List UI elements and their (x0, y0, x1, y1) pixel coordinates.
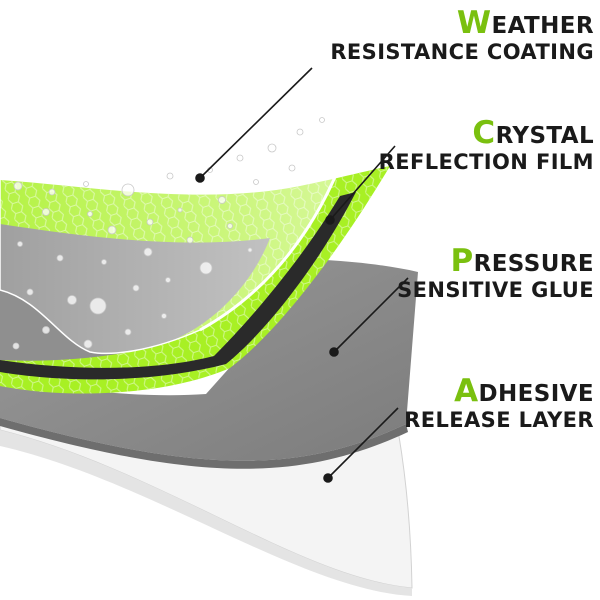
leader-dot-crystal (325, 215, 335, 225)
leader-dot-adhesive (323, 473, 333, 483)
label-adhesive-initial: A (454, 373, 479, 409)
label-adhesive-line2: RELEASE LAYER (404, 407, 594, 432)
label-weather-line2: RESISTANCE COATING (330, 39, 594, 64)
leader-line-weather (199, 67, 313, 179)
label-pressure-sensitive-glue: PRESSURE SENSITIVE GLUE (397, 244, 594, 302)
label-pressure-rest: RESSURE (473, 251, 594, 277)
label-crystal-reflection-film: CRYSTAL REFLECTION FILM (379, 116, 594, 174)
label-pressure-line1: PRESSURE (397, 244, 594, 279)
label-weather-line1: WEATHER (330, 6, 594, 41)
leader-lines (195, 67, 409, 483)
pressure-glue-edge (0, 418, 408, 469)
leader-dot-pressure (329, 347, 339, 357)
label-weather-initial: W (456, 5, 492, 41)
pressure-glue-layer (0, 260, 418, 461)
leader-dot-weather (195, 173, 205, 183)
water-droplets (12, 117, 325, 350)
label-adhesive-release-layer: ADHESIVE RELEASE LAYER (404, 374, 594, 432)
leader-line-adhesive (327, 407, 399, 479)
label-adhesive-rest: DHESIVE (478, 381, 594, 407)
label-crystal-initial: C (472, 115, 496, 151)
reflection-film-dark-gap (0, 192, 356, 380)
label-pressure-line2: SENSITIVE GLUE (397, 277, 594, 302)
label-crystal-line2: REFLECTION FILM (378, 149, 594, 174)
label-crystal-line1: CRYSTAL (379, 116, 594, 151)
release-liner-shadow (0, 430, 412, 596)
label-crystal-rest: RYSTAL (495, 123, 594, 149)
label-pressure-initial: P (450, 243, 474, 279)
label-weather-rest: EATHER (491, 13, 594, 39)
leader-line-pressure (333, 277, 409, 353)
leader-line-crystal (329, 145, 396, 221)
label-adhesive-line1: ADHESIVE (404, 374, 594, 409)
label-weather-resistance-coating: WEATHER RESISTANCE COATING (330, 6, 594, 64)
weather-coating-edge (199, 99, 362, 332)
